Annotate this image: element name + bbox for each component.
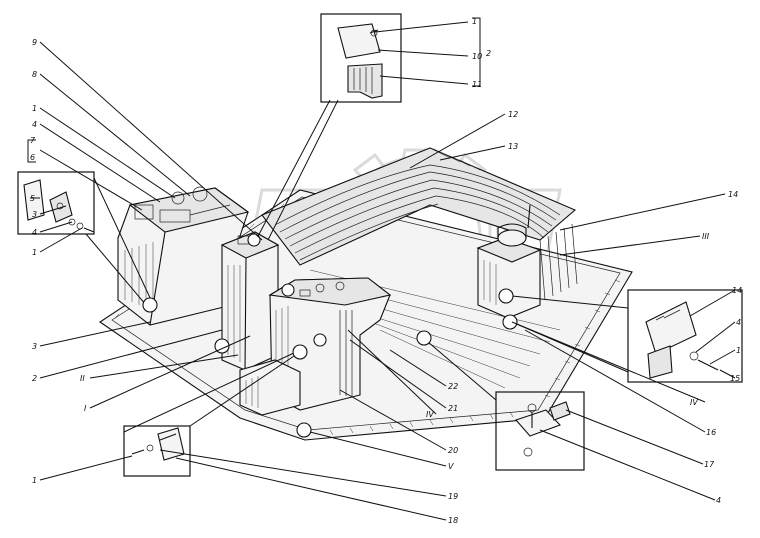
- callout-label: 12: [508, 110, 518, 119]
- callout-label: 7: [30, 136, 36, 145]
- callout-label: 16: [706, 428, 716, 437]
- callout-label: 1: [32, 104, 37, 113]
- callout-label: 2: [486, 49, 491, 58]
- callout-label: 14: [732, 286, 742, 295]
- callout-label: 20: [448, 446, 458, 455]
- callout-label: 5: [30, 194, 35, 203]
- callout-label: 4: [32, 120, 37, 129]
- inset-bottom-left: [123, 344, 308, 477]
- callout-label: 17: [704, 460, 715, 469]
- callout-label: 1: [32, 248, 37, 257]
- leader-lines: [27, 17, 736, 521]
- inset-left: [17, 171, 158, 313]
- callout-label: 4: [736, 318, 741, 327]
- detail-markers: [214, 233, 327, 438]
- callout-label: 1: [32, 476, 37, 485]
- inset-bottom-center: [416, 330, 585, 471]
- callout-label: 4: [716, 496, 721, 505]
- callout-label: 14: [728, 190, 738, 199]
- callout-label: IV: [690, 398, 698, 407]
- callout-label: 13: [508, 142, 518, 151]
- callout-label: 6: [30, 153, 35, 162]
- callout-label: 8: [32, 70, 37, 79]
- front-box: [239, 359, 301, 416]
- cable-harness: [261, 147, 578, 301]
- callout-label: I: [84, 404, 87, 413]
- callout-label: 3: [32, 342, 37, 351]
- callout-label: 2: [32, 374, 37, 383]
- callout-label: IV: [426, 410, 434, 419]
- callout-label: III: [702, 232, 710, 241]
- callout-label: 11: [472, 80, 482, 89]
- callout-label: 15: [730, 374, 740, 383]
- callout-label: 4: [32, 228, 37, 237]
- callout-label: 1: [736, 346, 741, 355]
- callout-label: 3: [32, 210, 37, 219]
- callout-label: II: [80, 374, 85, 383]
- inset-right: [498, 288, 743, 383]
- callout-label: 22: [448, 382, 458, 391]
- callout-label: V: [448, 462, 454, 471]
- callout-label: 9: [32, 38, 37, 47]
- callout-label: 21: [448, 404, 458, 413]
- callout-label: 19: [448, 492, 458, 501]
- callout-label: 1: [472, 17, 477, 26]
- callout-label: 10: [472, 52, 482, 61]
- callout-label: 18: [448, 516, 458, 525]
- inset-top: [255, 13, 402, 241]
- right-tank-unit: [476, 204, 542, 319]
- callout-labels: 1 10 2 11 9 8 1 4 7 6 5 3 4 1 3 2 II I 1…: [30, 17, 742, 525]
